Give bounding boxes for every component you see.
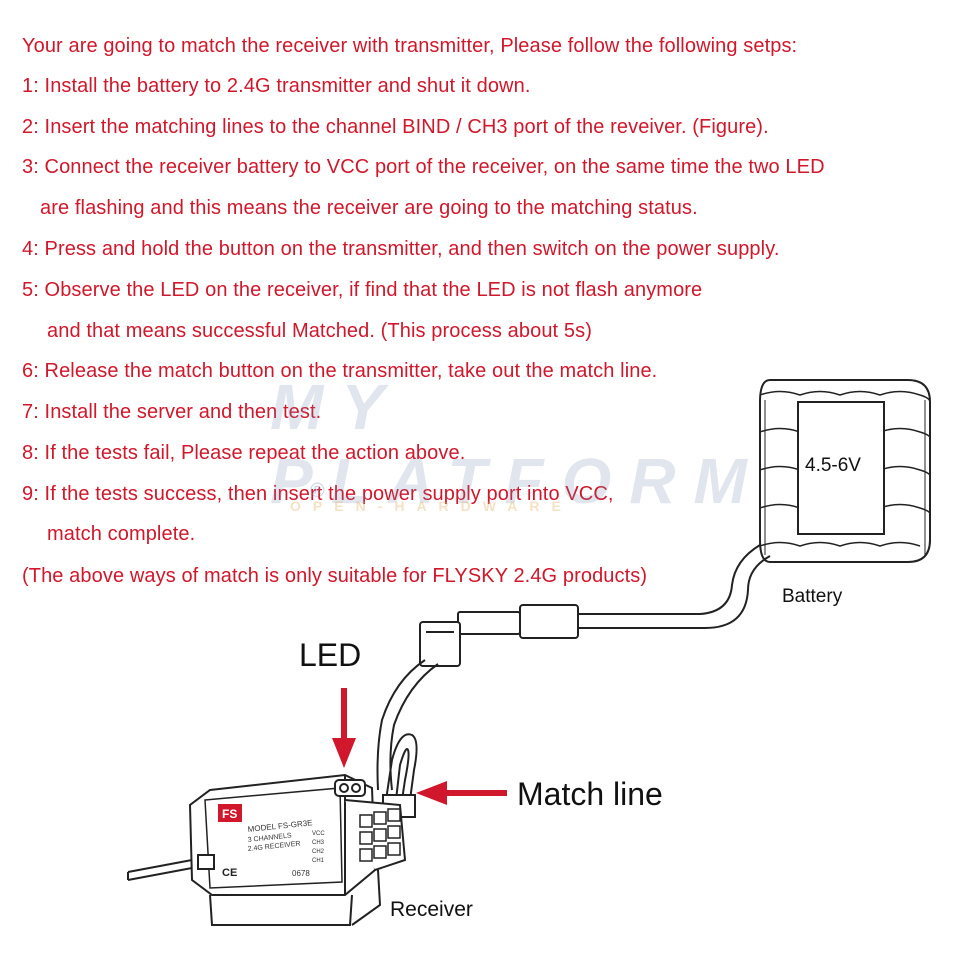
receiver-port-ch2: CH2 [312,849,325,855]
instruction-step-5-cont: and that means successful Matched. (This… [47,320,592,342]
led-arrow [332,688,356,768]
battery-voltage-label: 4.5-6V [805,455,861,476]
connector-plug [419,604,579,667]
instruction-intro: Your are going to match the receiver wit… [22,35,798,57]
battery-voltage-box [797,401,885,535]
instruction-step-1: 1: Install the battery to 2.4G transmitt… [22,75,531,97]
battery-cable [578,544,771,629]
led-label: LED [299,637,362,673]
instruction-step-8: 8: If the tests fail, Please repeat the … [22,442,466,464]
receiver-port-vcc: VCC [312,831,325,837]
receiver-cert-number: 0678 [292,869,310,878]
receiver-ce-mark: CE [222,867,237,879]
instruction-step-3-cont: are flashing and this means the receiver… [40,197,698,219]
instruction-step-2: 2: Insert the matching lines to the chan… [22,116,769,138]
battery-label: Battery [782,586,843,607]
receiver-label-text: Receiver [390,898,473,921]
receiver-port-ch1: CH1 [312,858,325,864]
instruction-note: (The above ways of match is only suitabl… [22,565,648,587]
instruction-step-3: 3: Connect the receiver battery to VCC p… [22,156,825,178]
instruction-step-5: 5: Observe the LED on the receiver, if f… [22,279,703,301]
receiver-body [188,773,407,926]
instruction-step-7: 7: Install the server and then test. [22,401,322,423]
match-line-label: Match line [517,776,663,812]
receiver-channels-text: 3 CHANNELS [247,832,292,844]
instruction-step-4: 4: Press and hold the button on the tran… [22,238,780,260]
match-line-arrow [416,781,507,805]
instruction-step-9-cont: match complete. [47,523,196,545]
receiver-antenna [127,854,215,881]
receiver-brand-logo: FS [222,807,237,821]
receiver-port-ch3: CH3 [312,840,325,846]
instruction-step-9: 9: If the tests success, then insert the… [22,483,614,505]
instruction-step-6: 6: Release the match button on the trans… [22,360,658,382]
